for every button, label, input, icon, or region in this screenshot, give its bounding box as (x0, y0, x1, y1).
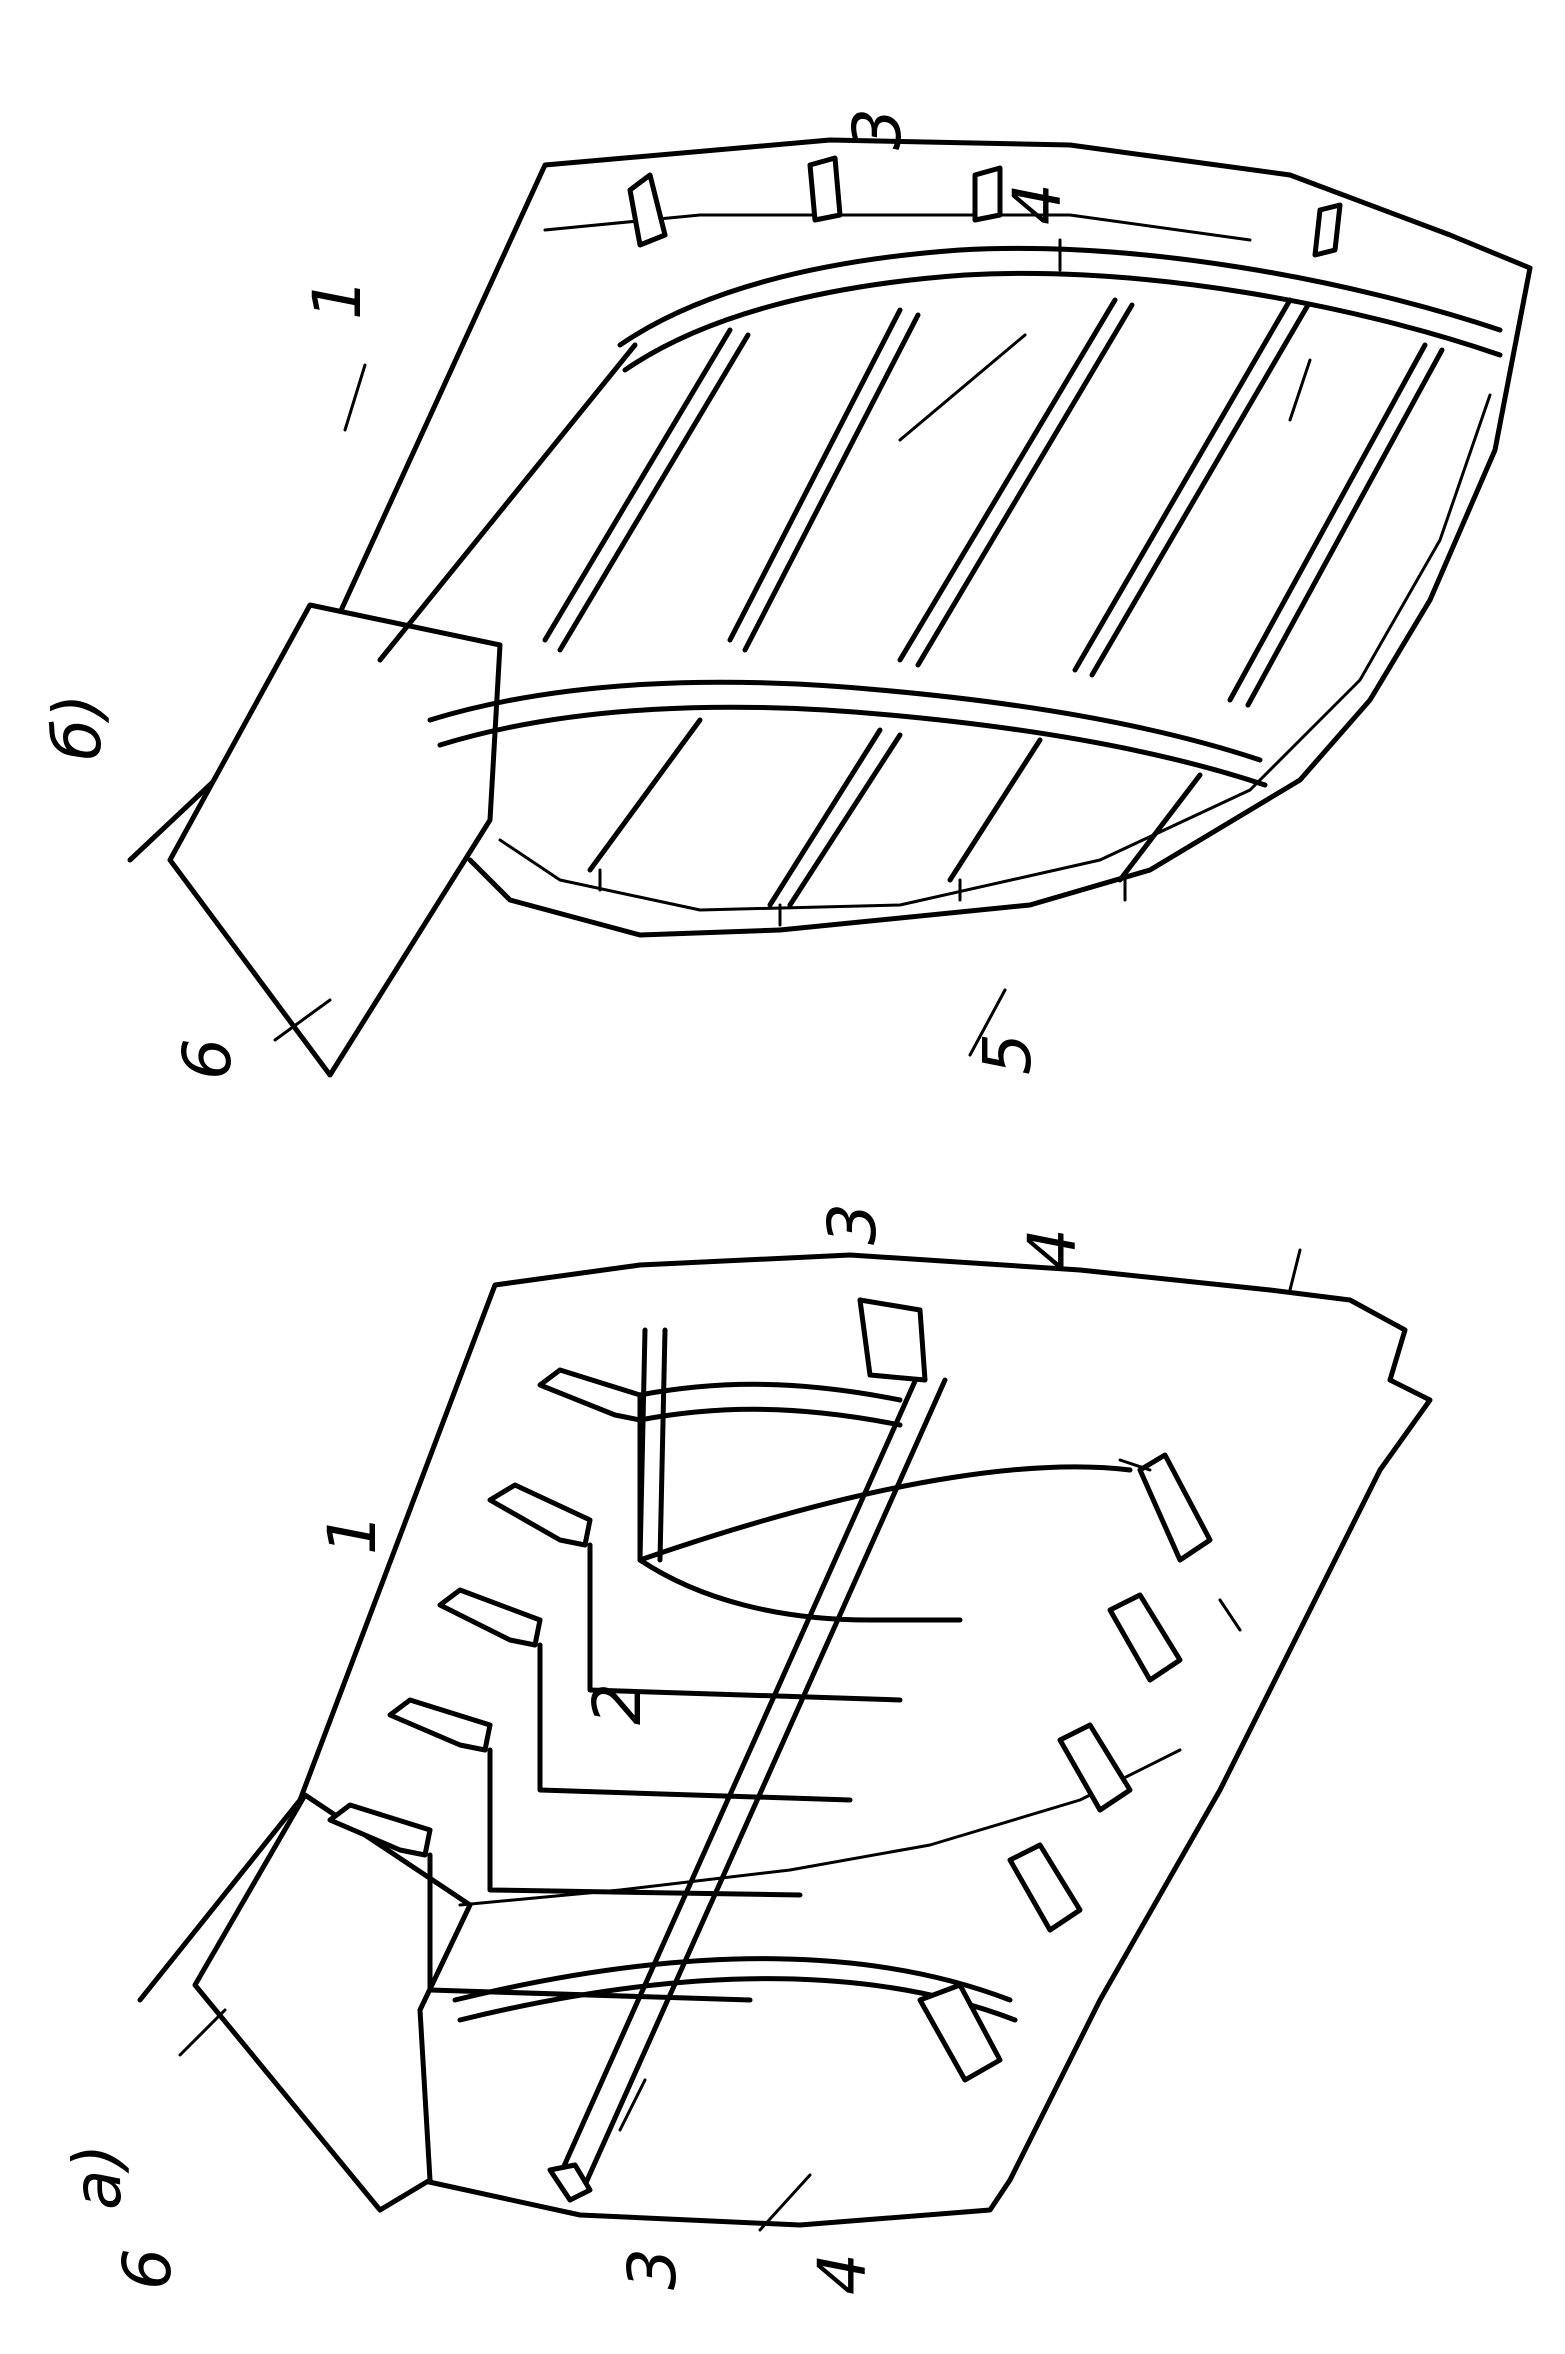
panel-a-leaders (178, 358, 1312, 2232)
label-a-3-bottom: 3 (614, 2248, 691, 2290)
panel-b-drawing (127, 137, 1533, 1078)
label-a-4-bottom: 4 (804, 2253, 881, 2295)
panel-b-labels: б) 1 3 4 5 6 (39, 108, 1076, 1080)
label-b-4: 4 (999, 183, 1076, 225)
label-a-2: 2 (579, 1683, 656, 1725)
label-a-1: 1 (314, 1513, 391, 1555)
deck-plate-6-a (192, 1792, 473, 2213)
label-b-3: 3 (839, 108, 916, 150)
label-b-1: 1 (299, 278, 376, 320)
caption-panel-a: a) (59, 2144, 136, 2210)
label-b-5: 5 (969, 1033, 1046, 1075)
label-b-6: 6 (169, 1038, 246, 1080)
label-a-3-top: 3 (814, 1203, 891, 1245)
panel-a-labels: a) 1 2 3 3 4 4 6 (59, 1203, 1091, 2295)
label-a-6: 6 (109, 2248, 186, 2290)
deck-plate-6-b (167, 602, 503, 1078)
caption-panel-b: б) (39, 694, 116, 760)
panel-a-drawing (137, 1252, 1433, 2228)
label-a-4-top: 4 (1014, 1228, 1091, 1270)
panel-b-leaders (273, 238, 1062, 1057)
